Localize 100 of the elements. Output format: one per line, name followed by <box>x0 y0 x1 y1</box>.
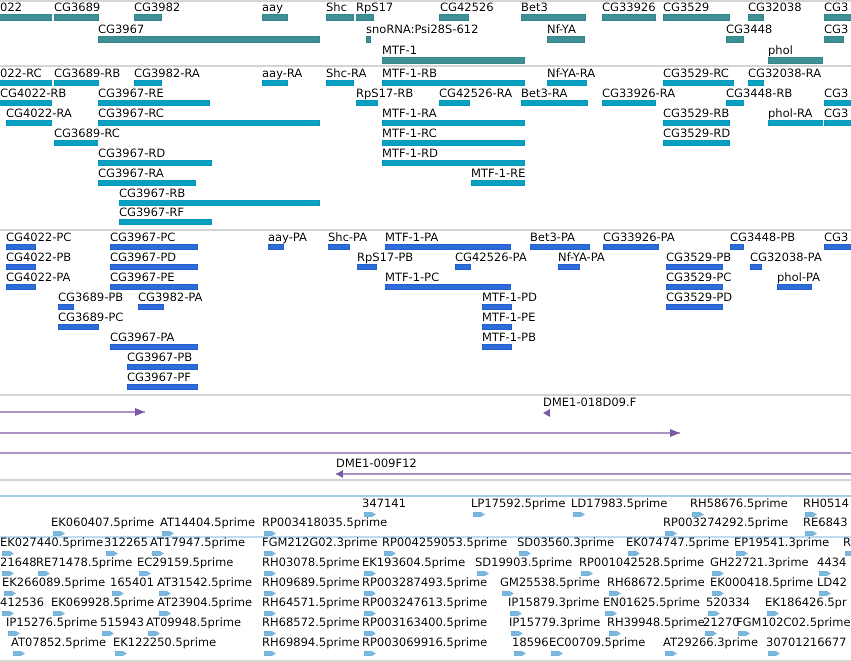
read-label: RP003287493.5prime <box>362 576 488 589</box>
read-label: EK000418.5prime <box>710 576 814 589</box>
feature-label: Nf-YA-RA <box>547 67 596 80</box>
feature-label: CG3967-RA <box>98 167 164 180</box>
read-label: IP15879.3prime <box>508 596 600 609</box>
read-label: RH58676.5prime <box>690 497 788 510</box>
feature-label: CG42526 <box>440 1 494 14</box>
feature-label: MTF-1 <box>382 44 418 57</box>
feature-label: CG33926 <box>602 1 656 14</box>
feature-label: aay <box>262 1 283 14</box>
feature-label: CG3982 <box>134 1 180 14</box>
read-label: RH0514 <box>803 497 849 510</box>
feature-label: Shc <box>326 1 347 14</box>
read-label: RP003274292.5prime <box>663 516 788 529</box>
read-label: EK027440.5prime <box>0 536 104 549</box>
feature-label: CG32038 <box>748 1 802 14</box>
read-label: EK266089.5prime <box>2 576 106 589</box>
read-label: RH64571.5prime <box>262 596 360 609</box>
feature-label: CG3967-RC <box>98 107 164 120</box>
feature-label: CG42526-RA <box>439 87 512 100</box>
feature-label: phol-RA <box>768 107 812 120</box>
feature-label: CG3967 <box>98 23 144 36</box>
feature-label: Bet3-PA <box>530 231 576 244</box>
read-label: 30701216677 <box>766 636 846 649</box>
feature-label: CG3529 <box>663 1 710 14</box>
read-label: GM25538.5prime <box>500 576 600 589</box>
feature-label: CG3967-RE <box>98 87 164 100</box>
read-label: EC29159.5prime <box>137 556 234 569</box>
feature-label: 022 <box>0 1 22 14</box>
feature-label: MTF-1-PD <box>482 291 537 304</box>
feature-label: CG3967-PB <box>127 351 192 364</box>
read-label: 4434 <box>817 556 846 569</box>
feature-label: Nf-YA-PA <box>558 251 605 264</box>
read-label: LD17983.5prime <box>571 497 668 510</box>
feature-label: CG3529-PB <box>666 251 732 264</box>
read-label: 18596 <box>512 636 549 649</box>
feature-label: CG3529-RC <box>663 67 729 80</box>
read-label: RP003418035.5prime <box>262 516 388 529</box>
feature-label: CG4022-PB <box>6 251 72 264</box>
feature-label: CG3529-PC <box>666 271 732 284</box>
read-label: AT29266.3prime <box>663 636 758 649</box>
read-label: EK193604.5prime <box>362 556 466 569</box>
read-label: FGM212G02.3prime <box>262 536 378 549</box>
feature-label: MTF-1-RD <box>382 147 438 160</box>
read-label: RP003069916.5prime <box>362 636 488 649</box>
feature-label: CG3448-RB <box>726 87 792 100</box>
read-label: IP15276.5prime <box>6 616 98 629</box>
read-label: EK069928.5prime <box>51 596 154 609</box>
feature-label: CG32038-RA <box>748 67 822 80</box>
feature-label: CG3 <box>824 23 848 36</box>
feature-label: Bet3 <box>521 1 548 14</box>
feature-label: CG3967-PC <box>110 231 176 244</box>
read-label: AT23904.5prime <box>157 596 252 609</box>
feature-label: snoRNA:Psi28S-612 <box>366 23 478 36</box>
feature-label: Shc-PA <box>328 231 368 244</box>
feature-label: CG3689-RB <box>54 67 120 80</box>
feature-label: CG3967-PD <box>110 251 176 264</box>
read-label: EN01625.5prime <box>603 596 700 609</box>
feature-label: CG42526-PA <box>455 251 527 264</box>
read-label: RH68572.5prime <box>262 616 360 629</box>
read-label: RP003247613.5prime <box>362 596 488 609</box>
read-label: SD19903.5prime <box>475 556 572 569</box>
feature-label: RpS17-PB <box>357 251 414 264</box>
feature-label: MTF-1-PA <box>385 231 438 244</box>
feature-label: MTF-1-RC <box>382 127 437 140</box>
feature-label: 022-RC <box>0 67 42 80</box>
feature-label: MTF-1-RB <box>382 67 438 80</box>
feature-label: MTF-1-RE <box>471 167 526 180</box>
read-label: RE71478.5prime <box>36 556 132 569</box>
feature-label: CG3982-RA <box>134 67 200 80</box>
read-label: EK122250.5prime <box>113 636 216 649</box>
read-label: RE6843 <box>803 516 848 529</box>
feature-label: Bet3-RA <box>521 87 568 100</box>
feature-label: CG3 <box>824 231 848 244</box>
read-label: EK060407.5prime <box>51 516 154 529</box>
read-label: RP001042528.5prime <box>579 556 704 569</box>
read-label: 347141 <box>362 497 406 510</box>
read-label: 21648 <box>0 556 37 569</box>
read-label: 312265 <box>104 536 148 549</box>
read-label: LD42 <box>817 576 847 589</box>
read-label: AT31542.5prime <box>157 576 252 589</box>
read-label: GH22721.3prime <box>710 556 809 569</box>
feature-label: CG3 <box>824 107 848 120</box>
feature-label: Nf-YA <box>547 23 576 36</box>
read-label: RP004259053.5prime <box>382 536 508 549</box>
feature-label: MTF-1-PC <box>385 271 440 284</box>
read-label: LP17592.5prime <box>471 497 566 510</box>
feature-label: CG3689-PC <box>58 311 124 324</box>
feature-label: phol-PA <box>777 271 820 284</box>
feature-label: phol <box>768 44 793 57</box>
feature-label: RpS17-RB <box>356 87 414 100</box>
read-label: EK074747.5prime <box>626 536 730 549</box>
feature-label: CG4022-PC <box>6 231 72 244</box>
feature-label: aay-PA <box>268 231 307 244</box>
clone-label: DME1-018D09.F <box>543 396 636 409</box>
feature-label: CG4022-PA <box>6 271 70 284</box>
feature-label: CG3967-PF <box>127 371 191 384</box>
read-label: 520334 <box>706 596 750 609</box>
feature-label: RpS17 <box>356 1 394 14</box>
feature-label: CG4022-RB <box>0 87 66 100</box>
